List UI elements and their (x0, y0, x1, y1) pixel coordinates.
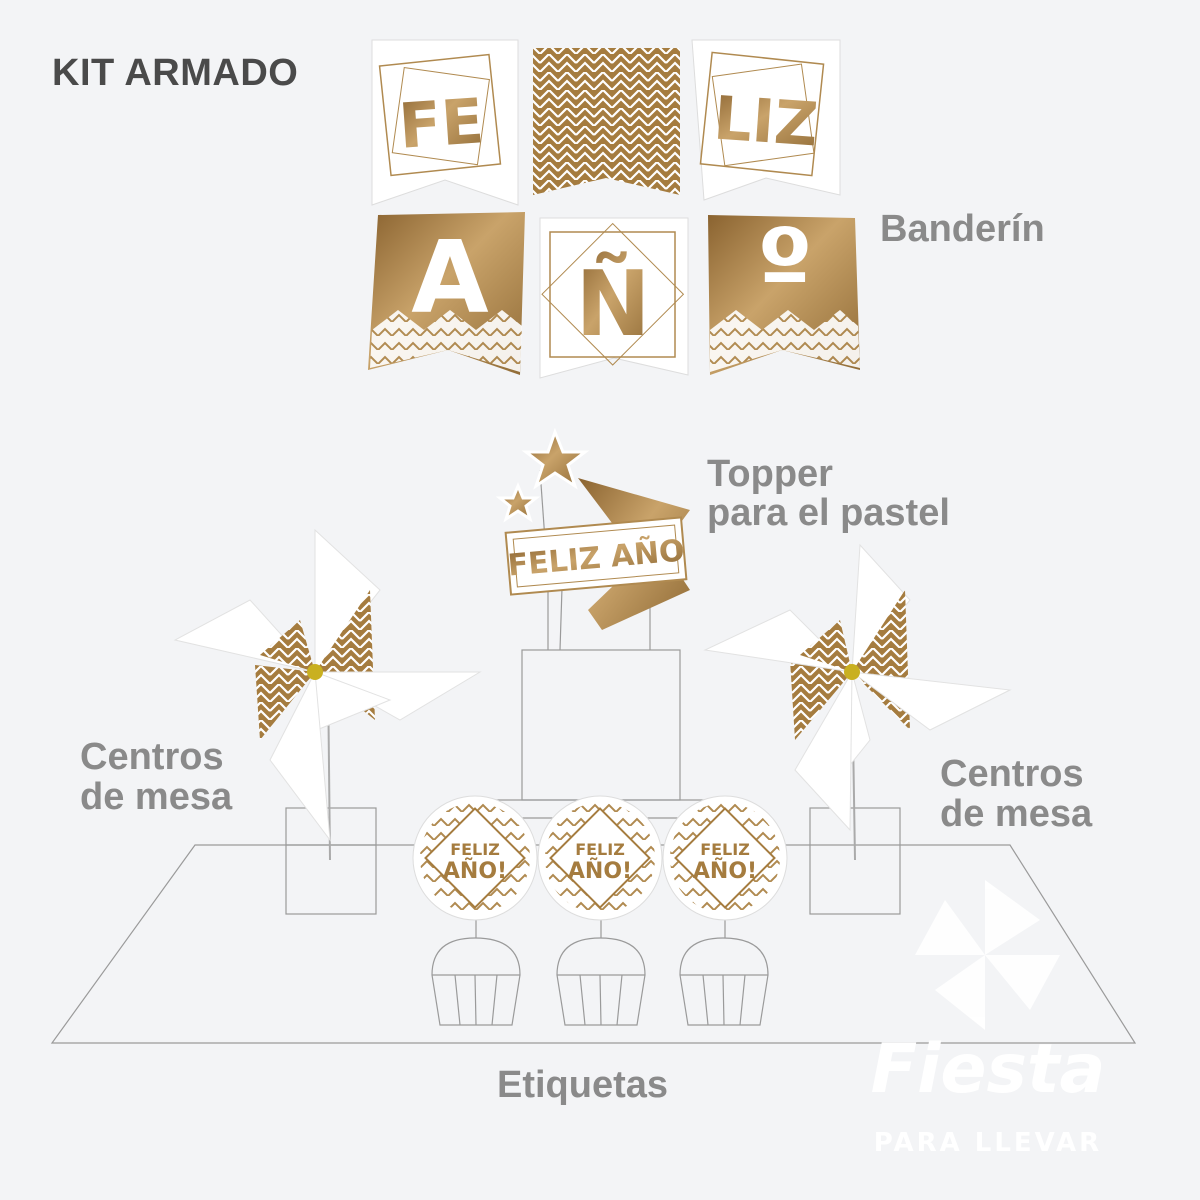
sticker-line1-1: FELIZ (450, 840, 500, 859)
sticker-line2-1: AÑO! (443, 858, 507, 884)
sticker-line1-2: FELIZ (575, 840, 625, 859)
sticker-2: FELIZ AÑO! (537, 795, 663, 921)
banner-row-1: FE LIZ (371, 39, 841, 206)
label-topper-line1: Topper (707, 453, 833, 495)
banner-flag-o: º (708, 207, 860, 375)
label-centros-right-line1: Centros (940, 753, 1084, 795)
sticker-line1-3: FELIZ (700, 840, 750, 859)
brand-name: Fiesta (870, 1030, 1106, 1109)
brand-tagline: PARA LLEVAR (873, 1128, 1103, 1158)
pinwheel-right (703, 543, 1012, 861)
banner-flag-fe: FE (371, 39, 519, 206)
label-etiquetas: Etiquetas (497, 1064, 669, 1106)
cupcake-outlines (431, 905, 769, 1026)
banner-flag-n: Ñ (539, 217, 689, 379)
label-centros-left-line1: Centros (80, 736, 224, 778)
label-topper-line2: para el pastel (707, 492, 950, 534)
banner-letters-fe: FE (396, 84, 486, 163)
banner-letters-liz: LIZ (712, 83, 821, 160)
banner-flag-liz: LIZ (691, 39, 841, 201)
banner-flag-a: A (368, 212, 525, 375)
sticker-line2-3: AÑO! (693, 858, 757, 884)
stickers: FELIZ AÑO! FELIZ AÑO! FELIZ AÑO! (412, 795, 788, 921)
brand-pinwheel-icon (915, 880, 1060, 1030)
banner-letter-n: Ñ (575, 250, 650, 357)
pinwheel-left (173, 528, 482, 861)
sticker-1: FELIZ AÑO! (412, 795, 538, 921)
cake-topper: FELIZ AÑO (504, 478, 690, 630)
topper-stars (495, 427, 590, 523)
page-title: KIT ARMADO (52, 52, 299, 94)
banner-letter-o: º (757, 207, 813, 324)
banner-flag-pattern (533, 48, 680, 195)
label-centros-right-line2: de mesa (940, 793, 1093, 835)
sticker-3: FELIZ AÑO! (662, 795, 788, 921)
banner-row-2: A Ñ º (368, 207, 860, 379)
sticker-line2-2: AÑO! (568, 858, 632, 884)
label-centros-left-line2: de mesa (80, 776, 233, 818)
label-banderin: Banderín (880, 208, 1045, 250)
banner-letter-a: A (411, 219, 488, 336)
